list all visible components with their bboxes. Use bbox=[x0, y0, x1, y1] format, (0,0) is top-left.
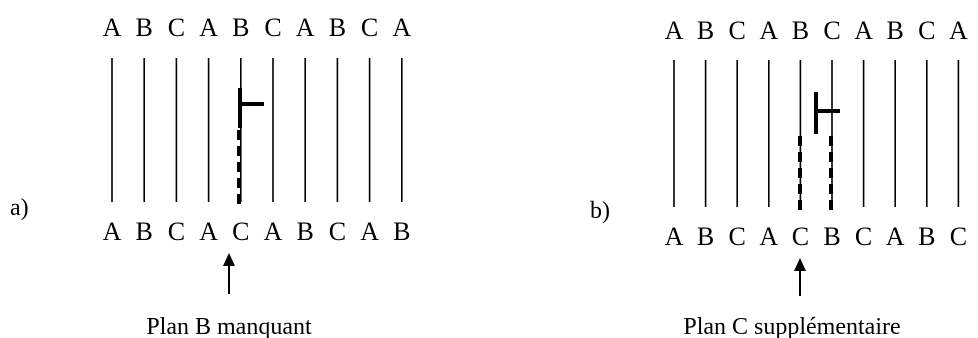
stacking-letter: B bbox=[918, 222, 935, 251]
stacking-letter: B bbox=[823, 222, 840, 251]
panel-a-tag: a) bbox=[10, 195, 29, 221]
stacking-letter: C bbox=[168, 217, 185, 246]
panel-b-tag: b) bbox=[590, 198, 610, 224]
stacking-letter: A bbox=[854, 16, 873, 45]
stacking-letter: A bbox=[103, 13, 122, 42]
stacking-letter: C bbox=[855, 222, 872, 251]
panel-a-atomic-planes bbox=[111, 58, 403, 202]
panel-b-dislocation bbox=[798, 92, 840, 212]
stacking-letter: A bbox=[103, 217, 122, 246]
stacking-letter: A bbox=[199, 13, 218, 42]
stacking-letter: B bbox=[697, 16, 714, 45]
stacking-letter: B bbox=[136, 13, 153, 42]
stacking-letter: B bbox=[393, 217, 410, 246]
stacking-letter: C bbox=[361, 13, 378, 42]
stacking-letter: A bbox=[949, 16, 968, 45]
stacking-letter: A bbox=[759, 222, 778, 251]
stacking-letter: A bbox=[199, 217, 218, 246]
stacking-letter: B bbox=[297, 217, 314, 246]
stacking-letter: A bbox=[759, 16, 778, 45]
stacking-letter: B bbox=[136, 217, 153, 246]
stacking-letter: B bbox=[887, 16, 904, 45]
stacking-letter: A bbox=[360, 217, 379, 246]
stacking-letter: B bbox=[697, 222, 714, 251]
stacking-letter: A bbox=[886, 222, 905, 251]
stacking-letter: C bbox=[823, 16, 840, 45]
stacking-letter: B bbox=[232, 13, 249, 42]
stacking-letter: A bbox=[665, 16, 684, 45]
panel-b-arrow bbox=[794, 258, 806, 296]
arrow-head-icon bbox=[794, 258, 806, 271]
stacking-letter: B bbox=[329, 13, 346, 42]
stacking-letter: A bbox=[296, 13, 315, 42]
stacking-letter: A bbox=[264, 217, 283, 246]
stacking-letter: C bbox=[232, 217, 249, 246]
arrow-head-icon bbox=[223, 253, 235, 266]
stacking-letter: C bbox=[329, 217, 346, 246]
panel-a-arrow-label: Plan B manquant bbox=[146, 314, 312, 338]
stacking-letter: C bbox=[729, 222, 746, 251]
stacking-letter: C bbox=[264, 13, 281, 42]
stacking-letter: C bbox=[950, 222, 967, 251]
panel-b-atomic-planes bbox=[673, 60, 960, 207]
panel-b-arrow-label: Plan C supplémentaire bbox=[683, 314, 900, 338]
panel-a-arrow bbox=[223, 253, 235, 294]
stacking-letter: C bbox=[168, 13, 185, 42]
stacking-letter: A bbox=[665, 222, 684, 251]
stacking-letter: A bbox=[392, 13, 411, 42]
stacking-letter: B bbox=[792, 16, 809, 45]
stacking-letter: C bbox=[729, 16, 746, 45]
stacking-letter: C bbox=[918, 16, 935, 45]
stacking-letter: C bbox=[792, 222, 809, 251]
panel-a-dislocation bbox=[237, 88, 264, 205]
